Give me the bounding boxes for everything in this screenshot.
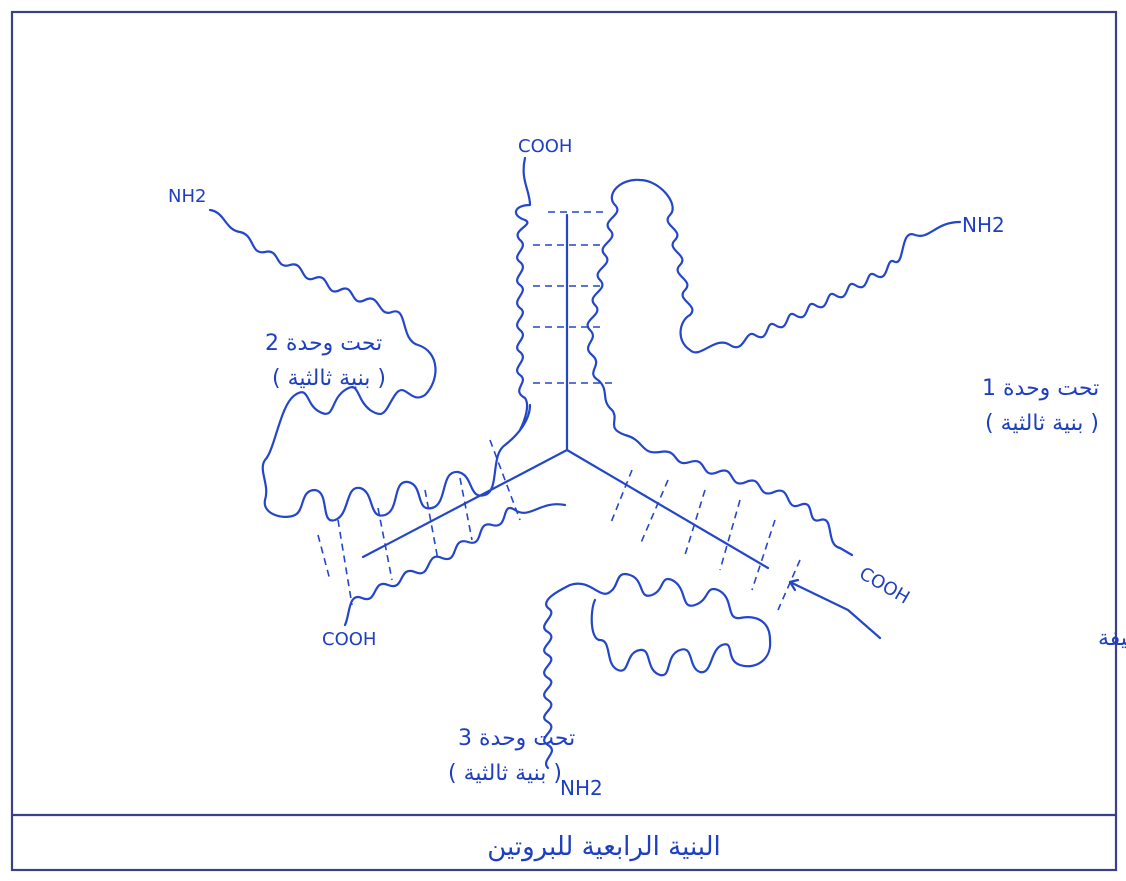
weak-bonds-pointer (790, 582, 880, 638)
subunit-1-label: تحت وحدة 1 (982, 376, 1099, 401)
nh2-right-label: NH2 (962, 213, 1005, 237)
central-axis (363, 215, 768, 568)
subunit-1-chain (588, 180, 960, 555)
nh2-bottom-label: NH2 (560, 776, 603, 800)
subunit-2-sublabel: ( بنية ثالثية ) (272, 366, 386, 391)
weak-bonds-label: روابط ضعيفة (1098, 626, 1126, 651)
subunit-3-label: تحت وحدة 3 (458, 726, 575, 751)
subunit-1-sublabel: ( بنية ثالثية ) (985, 411, 1099, 436)
weak-bonds-top (533, 212, 612, 383)
cooh-top-label: COOH (518, 136, 572, 157)
subunit-3-chain (544, 574, 770, 768)
cooh-right-label: COOH (856, 563, 914, 608)
diagram-title: البنية الرابعية للبروتين (487, 832, 721, 862)
subunit-3-coil (345, 504, 565, 625)
subunit-1-helix-top (516, 158, 530, 430)
weak-bonds-left (318, 440, 520, 605)
nh2-left-label: NH2 (168, 186, 206, 207)
subunit-2-label: تحت وحدة 2 (265, 331, 382, 356)
subunit-3-sublabel: ( بنية ثالثية ) (448, 761, 562, 786)
cooh-left-label: COOH (322, 629, 376, 650)
